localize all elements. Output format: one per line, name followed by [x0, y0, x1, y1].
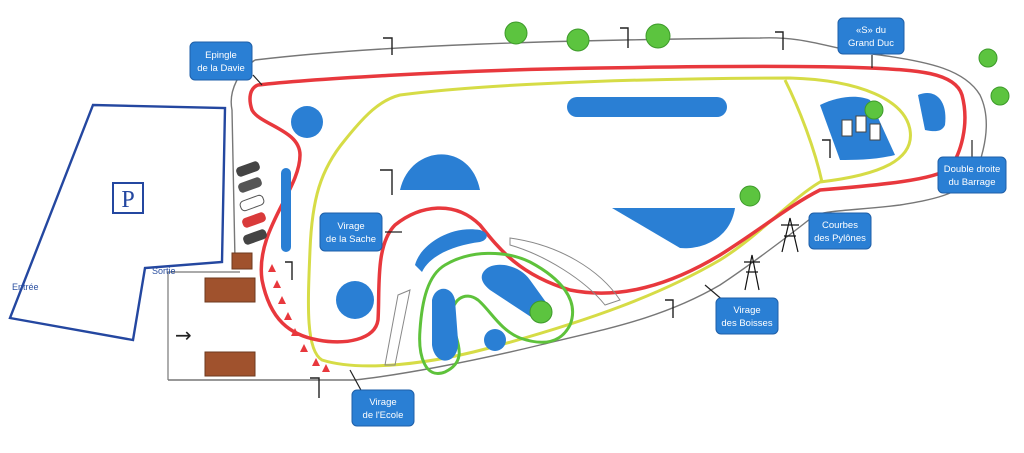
cone-icon	[273, 280, 281, 288]
lamp-icon	[380, 169, 393, 195]
cone-icon	[278, 296, 286, 304]
label-line: Virage	[369, 397, 396, 408]
label-courbes-des-pylones: Courbes des Pylônes	[808, 212, 872, 250]
cone-icon	[312, 358, 320, 366]
cone-icon	[322, 364, 330, 372]
circuit-yellow-cut	[783, 79, 824, 183]
pond-right	[918, 93, 946, 132]
circuit-green	[418, 251, 575, 375]
building-bottom	[204, 351, 256, 377]
building-top	[204, 277, 256, 303]
lamp-icon	[665, 299, 674, 318]
label-line: des Pylônes	[814, 233, 866, 244]
parking-outline	[8, 103, 227, 342]
pond-wedge	[612, 208, 735, 249]
circuit-red	[248, 64, 967, 344]
label-line: Grand Duc	[848, 38, 894, 49]
pond-dot	[484, 329, 506, 351]
car-icon	[236, 161, 260, 177]
label-line: du Barrage	[948, 177, 995, 188]
pond-strip-vertical	[281, 168, 291, 252]
tree-icon	[529, 300, 553, 324]
pond-arc-left	[415, 229, 487, 272]
lamp-icon	[310, 377, 320, 398]
lamp-icon	[822, 139, 831, 158]
pond-long-bar	[567, 97, 727, 117]
lamp-icon	[285, 261, 293, 280]
tree-icon	[645, 23, 671, 49]
label-virage-de-la-sache: Virage de la Sache	[319, 212, 383, 252]
lamp-icon	[775, 31, 784, 50]
building-small	[231, 252, 253, 270]
cone-icon	[284, 312, 292, 320]
leader-line	[349, 369, 363, 393]
label-line: Double droite	[944, 164, 1001, 175]
label-s-du-grand-duc: «S» du Grand Duc	[837, 17, 905, 55]
pit-lane	[167, 271, 240, 380]
pond-circle-top	[291, 106, 323, 138]
label-line: «S» du	[856, 25, 886, 36]
lamp-icon	[383, 37, 393, 55]
car-icon	[243, 229, 267, 245]
label-virage-de-l-ecole: Virage de l'Ecole	[351, 389, 415, 427]
leader-line	[252, 74, 263, 86]
direction-arrow: →	[175, 323, 192, 347]
tree-icon	[504, 21, 528, 45]
pond-circle-bottom	[336, 281, 374, 319]
label-line: Virage	[337, 221, 364, 232]
parking-sign	[112, 182, 144, 214]
car-icon	[242, 212, 266, 228]
cone-icon	[300, 344, 308, 352]
circuit-yellow	[306, 76, 912, 368]
label-epingle-de-la-davie: Epingle de la Davie	[189, 41, 253, 81]
sortie-label: Sortie	[152, 266, 176, 276]
car-icon	[238, 177, 262, 193]
label-line: Courbes	[822, 220, 858, 231]
pond-half-moon	[400, 154, 480, 190]
parking-sign-letter: P	[121, 187, 134, 213]
car-icon	[239, 194, 265, 212]
label-virage-des-boisses: Virage des Boisses	[715, 297, 779, 335]
label-line: de l'Ecole	[363, 410, 404, 421]
runoff-left	[384, 289, 411, 366]
label-line: Virage	[733, 305, 760, 316]
label-double-droite-du-barrage: Double droite du Barrage	[937, 156, 1007, 194]
pond-bean-left	[432, 288, 459, 361]
solar-panels	[841, 115, 881, 141]
tree-icon	[739, 185, 761, 207]
tree-icon	[864, 100, 884, 120]
cone-icon	[268, 264, 276, 272]
label-line: de la Davie	[197, 63, 245, 74]
tree-icon	[990, 86, 1010, 106]
label-line: des Boisses	[721, 318, 772, 329]
lamp-icon	[620, 27, 629, 48]
label-line: Epingle	[205, 50, 237, 61]
pylon-icon	[744, 254, 760, 291]
tree-icon	[566, 28, 590, 52]
runoff-curve	[509, 237, 621, 306]
pylon-icon	[781, 217, 799, 253]
cone-icon	[291, 328, 299, 336]
label-line: de la Sache	[326, 234, 376, 245]
entree-label: Entrée	[12, 282, 39, 292]
tree-icon	[978, 48, 998, 68]
